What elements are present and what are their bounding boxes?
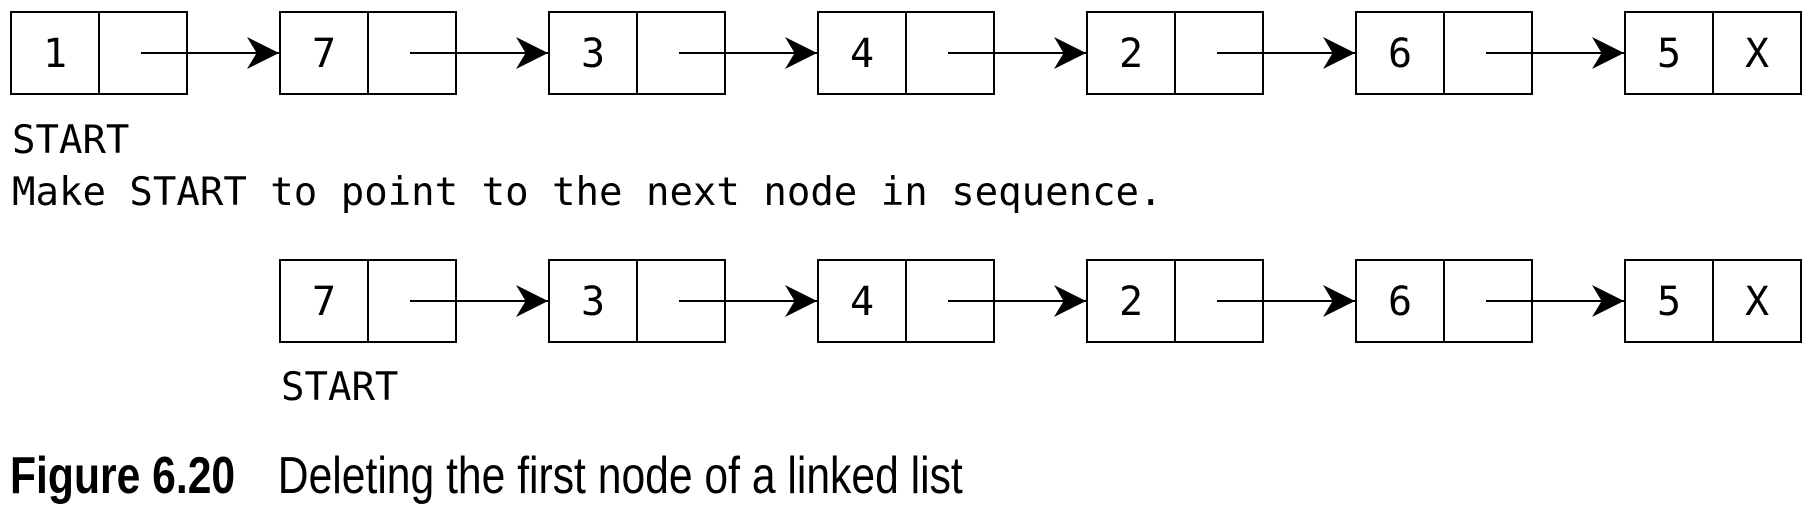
node-value: 6 bbox=[1388, 279, 1412, 325]
null-pointer-marker: X bbox=[1745, 31, 1769, 77]
start-label-updated: START bbox=[281, 365, 399, 410]
figure-number: Figure 6.20 bbox=[10, 447, 236, 505]
start-label-original: START bbox=[12, 118, 130, 163]
node-value: 3 bbox=[581, 31, 605, 77]
original-linked-list: 1 7 3 4 2 6 5 X bbox=[10, 11, 1802, 95]
node-value: 5 bbox=[1657, 279, 1681, 325]
node-value: 7 bbox=[312, 279, 336, 325]
instruction-text: Make START to point to the next node in … bbox=[12, 170, 1163, 215]
node-value: 6 bbox=[1388, 31, 1412, 77]
node-value: 4 bbox=[850, 31, 874, 77]
node-value: 2 bbox=[1119, 279, 1143, 325]
figure-caption: Figure 6.20 Deleting the first node of a … bbox=[10, 450, 963, 502]
node-value: 2 bbox=[1119, 31, 1143, 77]
node-value: 4 bbox=[850, 279, 874, 325]
updated-linked-list: 7 3 4 2 6 5 X bbox=[279, 259, 1802, 343]
node-value: 3 bbox=[581, 279, 605, 325]
node-value: 1 bbox=[43, 31, 67, 77]
null-pointer-marker: X bbox=[1745, 279, 1769, 325]
node-value: 7 bbox=[312, 31, 336, 77]
figure-caption-text: Deleting the first node of a linked list bbox=[277, 447, 963, 505]
node-value: 5 bbox=[1657, 31, 1681, 77]
